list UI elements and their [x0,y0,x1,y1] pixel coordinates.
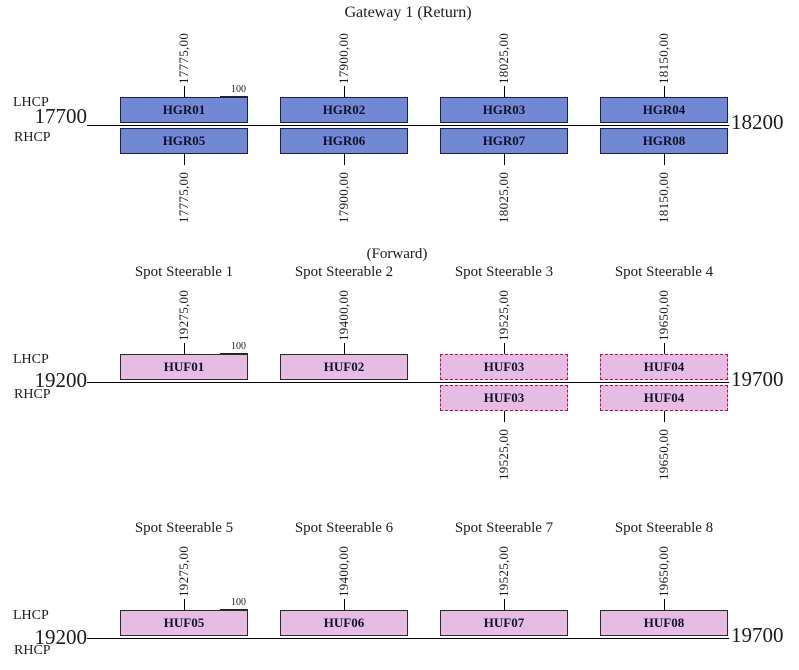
center-frequency-label-bottom: 17900,00 [336,171,351,223]
freq-tick-top [344,599,346,610]
freq-tick-top [344,343,346,354]
channel-box-huf06-top: HUF06 [280,610,408,636]
freq-tick-bottom [504,411,506,422]
bandwidth-label: 100 [220,597,248,610]
polarization-lhcp-label: LHCP [13,608,49,623]
polarization-lhcp-label: LHCP [13,352,49,367]
freq-tick-top [184,86,186,97]
channel-box-huf08-top: HUF08 [600,610,728,636]
center-frequency-label-bottom: 18025,00 [496,171,511,223]
center-frequency-label-top: 19650,00 [656,545,671,597]
channel-box-huf04-top: HUF04 [600,354,728,380]
frequency-axis-line [87,381,729,383]
center-frequency-label-top: 18150,00 [656,32,671,84]
freq-tick-bottom [664,411,666,422]
center-frequency-label-top: 17775,00 [176,32,191,84]
center-frequency-label-bottom: 18150,00 [656,171,671,223]
freq-tick-bottom [344,154,346,165]
spot-beam-title: Spot Steerable 6 [294,520,394,536]
center-frequency-label-top: 18025,00 [496,32,511,84]
center-frequency-label-top: 19275,00 [176,289,191,341]
freq-tick-top [184,343,186,354]
freq-tick-top [184,599,186,610]
channel-box-huf03-bottom: HUF03 [440,385,568,411]
channel-box-hgr03-top: HGR03 [440,97,568,123]
freq-tick-top [664,343,666,354]
spot-beam-title: Spot Steerable 3 [454,264,554,280]
channel-box-hgr01-top: HGR01 [120,97,248,123]
freq-tick-top [344,86,346,97]
center-frequency-label-bottom: 19650,00 [656,428,671,480]
section-title: Gateway 1 (Return) [344,4,472,21]
bandwidth-label: 100 [220,341,248,354]
section-subtitle: (Forward) [366,246,428,262]
channel-box-huf02-top: HUF02 [280,354,408,380]
spot-beam-title: Spot Steerable 1 [134,264,234,280]
channel-box-huf07-top: HUF07 [440,610,568,636]
channel-box-hgr07-bottom: HGR07 [440,128,568,154]
center-frequency-label-top: 19400,00 [336,289,351,341]
polarization-rhcp-label: RHCP [14,643,51,658]
spot-beam-title: Spot Steerable 7 [454,520,554,536]
axis-end-label: 19700 [731,623,784,647]
freq-tick-top [504,599,506,610]
channel-box-hgr04-top: HGR04 [600,97,728,123]
center-frequency-label-top: 19275,00 [176,545,191,597]
center-frequency-label-bottom: 19525,00 [496,428,511,480]
spot-beam-title: Spot Steerable 2 [294,264,394,280]
axis-start-label: 17700 [34,104,88,128]
channel-box-huf04-bottom: HUF04 [600,385,728,411]
spot-beam-title: Spot Steerable 5 [134,520,234,536]
center-frequency-label-top: 19525,00 [496,545,511,597]
channel-box-hgr06-bottom: HGR06 [280,128,408,154]
center-frequency-label-top: 19400,00 [336,545,351,597]
center-frequency-label-top: 17900,00 [336,32,351,84]
channel-box-hgr02-top: HGR02 [280,97,408,123]
channel-box-hgr08-bottom: HGR08 [600,128,728,154]
freq-tick-bottom [664,154,666,165]
channel-box-hgr05-bottom: HGR05 [120,128,248,154]
channel-box-huf03-top: HUF03 [440,354,568,380]
polarization-rhcp-label: RHCP [14,387,51,402]
center-frequency-label-top: 19650,00 [656,289,671,341]
axis-end-label: 18200 [731,110,784,134]
axis-start-label: 19200 [34,368,88,392]
freq-tick-top [664,599,666,610]
center-frequency-label-top: 19525,00 [496,289,511,341]
freq-tick-bottom [184,154,186,165]
channel-box-huf05-top: HUF05 [120,610,248,636]
axis-end-label: 19700 [731,367,784,391]
channel-box-huf01-top: HUF01 [120,354,248,380]
freq-tick-top [504,86,506,97]
frequency-axis-line [87,637,729,639]
polarization-rhcp-label: RHCP [14,130,51,145]
center-frequency-label-bottom: 17775,00 [176,171,191,223]
frequency-axis-line [87,124,729,126]
freq-tick-top [664,86,666,97]
freq-tick-top [504,343,506,354]
spot-beam-title: Spot Steerable 4 [614,264,714,280]
axis-start-label: 19200 [34,625,88,649]
polarization-lhcp-label: LHCP [13,95,49,110]
spot-beam-title: Spot Steerable 8 [614,520,714,536]
freq-tick-bottom [504,154,506,165]
bandwidth-label: 100 [220,84,248,97]
